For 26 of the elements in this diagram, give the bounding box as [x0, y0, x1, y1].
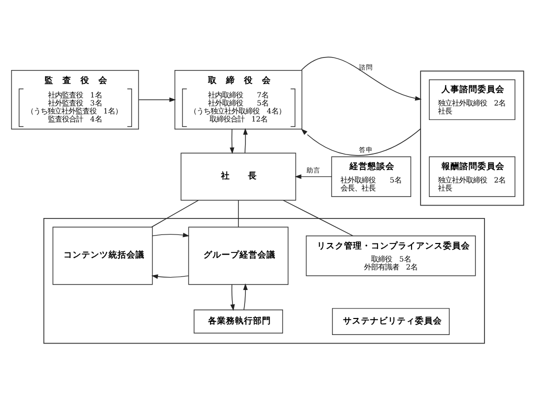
node-box: リスク管理・コンプライアンス委員会 取締役 5名 外部有識者 2名 — [306, 234, 476, 276]
connector — [151, 199, 199, 227]
arrow — [151, 274, 189, 278]
node-box: 各業務執行部門 — [194, 309, 284, 333]
arrow — [301, 128, 421, 156]
arrow — [152, 232, 190, 237]
arrow — [243, 128, 248, 153]
arrow — [301, 56, 422, 100]
node-box: 経営懇談会 社外取締役 5名 会長、社長 — [331, 156, 412, 197]
node-box: 社 長 — [180, 152, 296, 200]
cluster — [43, 218, 485, 344]
arrow — [230, 128, 234, 154]
node-box: グループ経営会議 — [188, 226, 288, 284]
cluster — [420, 70, 524, 206]
connector — [282, 199, 354, 236]
arrow — [230, 284, 235, 310]
node-box: コンテンツ統括会議 — [52, 226, 153, 284]
node-box: サステナビリティ委員会 — [332, 308, 450, 334]
arrow — [294, 174, 332, 178]
node-box: 人事諮問委員会 独立社外取締役 2名 社長 — [428, 78, 516, 120]
arrow — [138, 96, 176, 102]
node-box: 監 査 役 会 社内監査役 1名 社外監査役 3名 （うち独立社外監査役 1名） 監査役合計 4名 — [11, 69, 139, 129]
node-box: 報酬諮問委員会 独立社外取締役 2名 社長 — [428, 156, 516, 197]
node-box: 取 締 役 会 社内取締役 7名 社外取締役 5名 （うち独立社外取締役 4名） 取締役合計 12名 — [174, 69, 302, 129]
connector — [238, 199, 239, 227]
arrow — [243, 282, 248, 310]
